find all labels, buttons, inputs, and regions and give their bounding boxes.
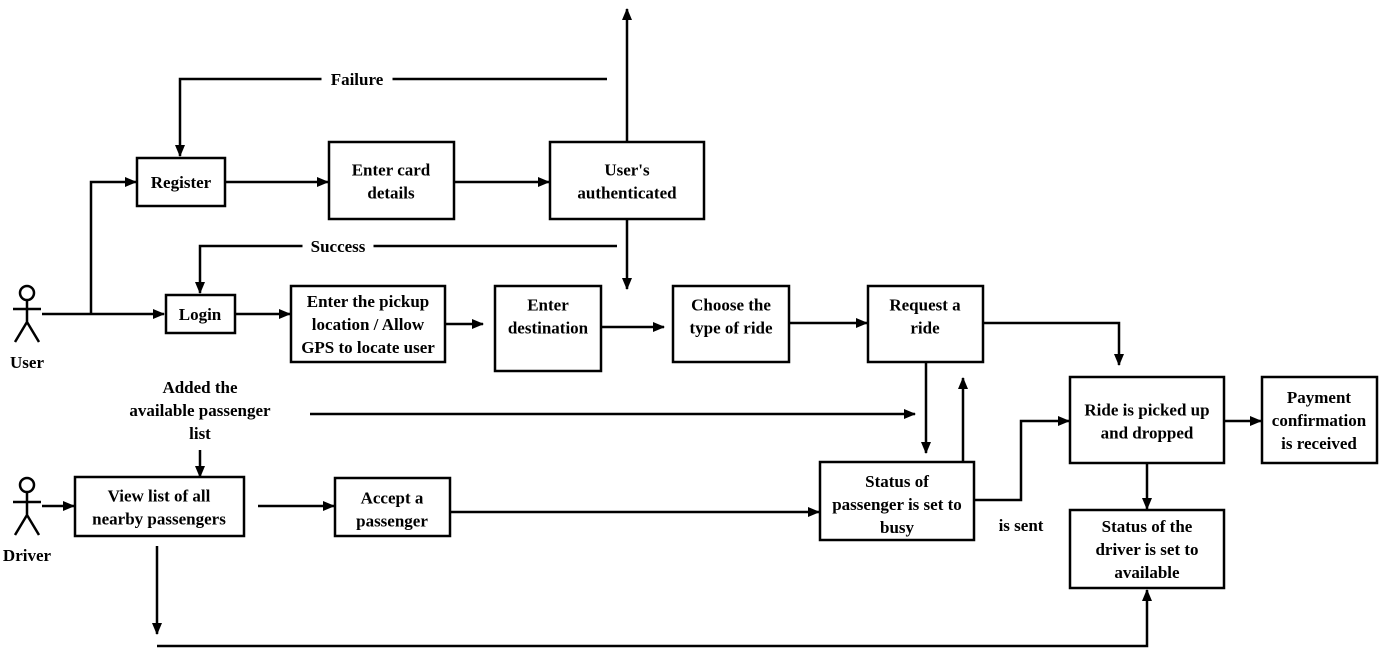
driver-label: Driver	[3, 546, 52, 565]
enter-card-box	[327, 140, 456, 221]
picked-up-box	[1068, 375, 1226, 465]
connectors	[42, 8, 1262, 648]
status-available-box-line-2: driver is set to	[1095, 540, 1198, 559]
status-busy-box	[818, 460, 976, 542]
enter-card-box-line-2: details	[367, 184, 415, 203]
authenticated-box	[548, 140, 706, 221]
picked-up-box-line-1: Ride is picked up	[1084, 401, 1209, 420]
view-list-box-line-1: View list of all	[108, 487, 211, 506]
status-available-box-line-3: available	[1114, 563, 1180, 582]
user-body	[13, 300, 41, 343]
request-box-line-2: ride	[910, 319, 940, 338]
pickup-box-line-3: GPS to locate user	[301, 338, 435, 357]
failure-label-bg	[321, 69, 393, 90]
is-sent-label-line-1: is sent	[999, 516, 1044, 535]
authenticated-box-line-1: User's	[604, 161, 650, 180]
view-list-box-line-2: nearby passengers	[92, 510, 226, 529]
status-busy-box-line-3: busy	[880, 518, 915, 537]
accept-box	[333, 476, 452, 538]
status-busy-box-line-1: Status of	[865, 472, 929, 491]
user-head	[18, 284, 36, 302]
driver-body	[13, 492, 41, 536]
login-box-line-1: Login	[179, 305, 222, 324]
pickup-box	[289, 284, 447, 364]
added-list-label-line-3: list	[189, 424, 211, 443]
boxes	[73, 140, 1379, 590]
edge-success	[195, 244, 617, 294]
picked-up-box-line-2: and dropped	[1101, 424, 1194, 443]
destination-box-line-1: Enter	[527, 296, 569, 315]
destination-box	[493, 284, 603, 373]
login-box	[164, 293, 237, 335]
view-list-box	[73, 475, 246, 538]
added-list-label-line-2: available passenger	[129, 401, 271, 420]
user-actor: User	[10, 284, 44, 372]
status-available-box-line-1: Status of the	[1102, 517, 1193, 536]
destination-box-line-2: destination	[508, 319, 589, 338]
request-box-line-1: Request a	[889, 296, 961, 315]
accept-box-line-2: passenger	[356, 512, 428, 531]
box-texts: Register Enter card details User's authentic…	[92, 161, 1367, 583]
ride-type-box	[671, 284, 791, 364]
pickup-box-line-2: location / Allow	[312, 315, 425, 334]
request-box	[866, 284, 985, 364]
register-box-line-1: Register	[151, 173, 212, 192]
edge-user-to-register	[89, 177, 137, 314]
payment-box	[1260, 375, 1379, 465]
success-label-line-1: Success	[311, 237, 366, 256]
driver-actor: Driver	[3, 476, 52, 565]
status-available-box	[1068, 508, 1226, 590]
authenticated-box-line-2: authenticated	[577, 184, 677, 203]
status-busy-box-line-2: passenger is set to	[832, 495, 962, 514]
payment-box-line-2: confirmation	[1272, 411, 1367, 430]
pickup-box-line-1: Enter the pickup	[307, 292, 430, 311]
failure-label-line-1: Failure	[331, 70, 384, 89]
ride-type-box-line-1: Choose the	[691, 296, 771, 315]
added-list-label-line-1: Added the	[162, 378, 238, 397]
accept-box-line-1: Accept a	[361, 489, 424, 508]
user-label: User	[10, 353, 44, 372]
payment-box-line-3: is received	[1281, 434, 1357, 453]
edge-request-to-pickedup	[983, 321, 1124, 366]
register-box	[135, 156, 227, 208]
driver-head	[18, 476, 36, 494]
success-label-bg	[302, 236, 374, 257]
payment-box-line-1: Payment	[1287, 388, 1352, 407]
enter-card-box-line-1: Enter card	[352, 161, 431, 180]
ride-type-box-line-2: type of ride	[689, 319, 773, 338]
edge-bottom-to-available	[157, 589, 1152, 648]
edge-failure	[175, 77, 607, 157]
edge-busy-to-pickedup	[974, 416, 1070, 502]
